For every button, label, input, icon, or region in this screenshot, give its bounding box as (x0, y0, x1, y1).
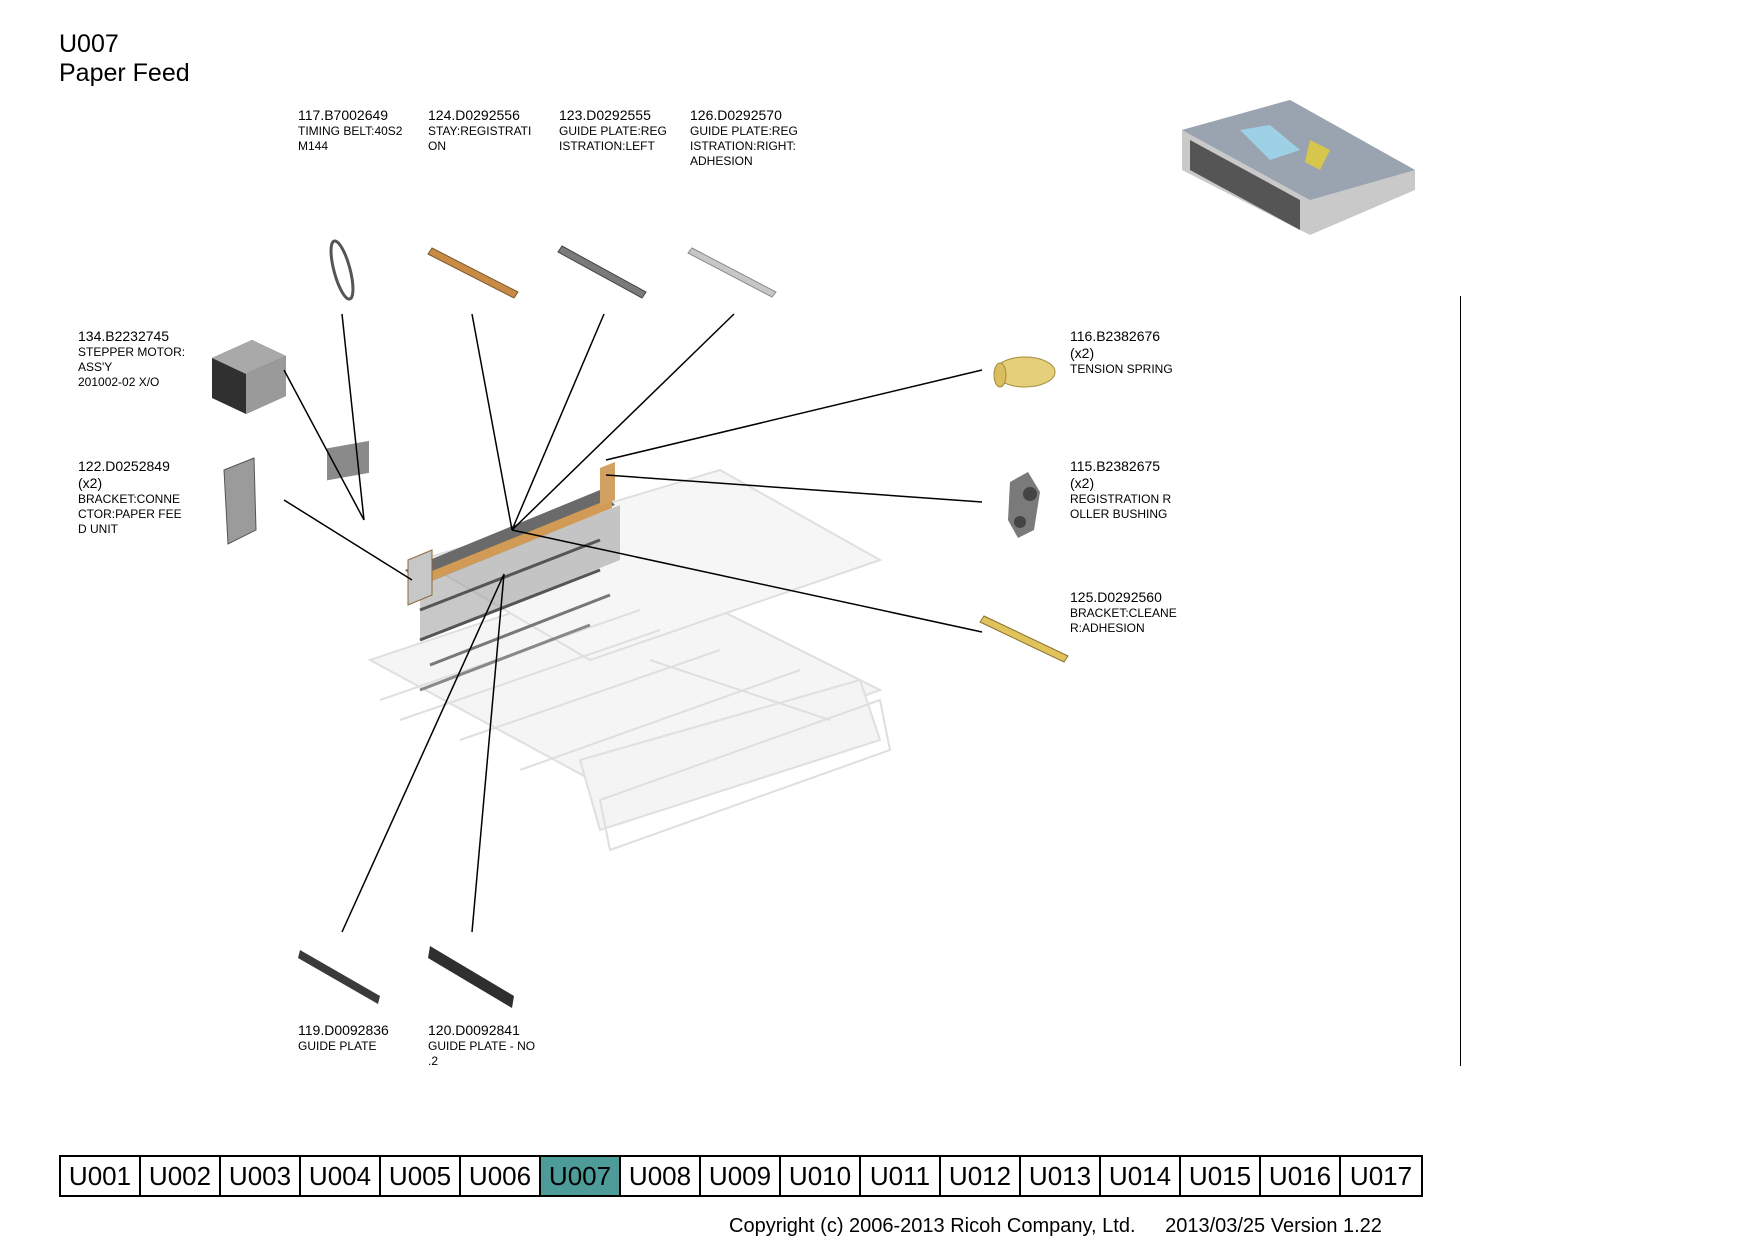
version-text: 2013/03/25 Version 1.22 (1165, 1215, 1382, 1237)
copyright-text: Copyright (c) 2006-2013 Ricoh Company, L… (729, 1215, 1136, 1237)
part-number: 123.D0292555 (559, 107, 651, 123)
part-label-134: 134.B2232745 STEPPER MOTOR: ASS'Y 201002… (78, 328, 185, 390)
part-number: 125.D0292560 (1070, 589, 1162, 605)
guide-plate-120-icon (428, 946, 514, 1008)
tab-u006[interactable]: U006 (461, 1157, 541, 1195)
part-number: 122.D0252849 (78, 458, 170, 474)
part-desc: GUIDE PLATE (298, 1039, 377, 1053)
part-desc: STAY:REGISTRATI (428, 124, 532, 138)
tab-u008[interactable]: U008 (621, 1157, 701, 1195)
part-label-123: 123.D0292555 GUIDE PLATE:REG ISTRATION:L… (559, 107, 667, 154)
part-desc: ASS'Y (78, 360, 113, 374)
part-desc: ON (428, 139, 446, 153)
part-label-124: 124.D0292556 STAY:REGISTRATI ON (428, 107, 531, 154)
part-label-126: 126.D0292570 GUIDE PLATE:REG ISTRATION:R… (690, 107, 798, 169)
guide-plate-119-icon (298, 950, 380, 1004)
part-label-120: 120.D0092841 GUIDE PLATE - NO .2 (428, 1022, 535, 1069)
part-label-115: 115.B2382675 (x2) REGISTRATION R OLLER B… (1070, 458, 1171, 522)
part-number: 119.D0092836 (298, 1022, 389, 1038)
bracket-cleaner-icon (979, 615, 1069, 663)
part-desc: BRACKET:CONNE (78, 492, 181, 506)
guide-plate-right-icon (687, 247, 777, 298)
part-number: 126.D0292570 (690, 107, 782, 123)
part-desc: TIMING BELT:40S2 (298, 124, 403, 138)
part-desc: ADHESION (690, 154, 753, 168)
part-number: 134.B2232745 (78, 328, 170, 344)
part-desc: OLLER BUSHING (1070, 507, 1168, 521)
unit-tab-bar: U001 U002 U003 U004 U005 U006 U007 U008 … (59, 1155, 1423, 1197)
guide-plate-left-icon (557, 245, 647, 299)
part-desc: REGISTRATION R (1070, 492, 1172, 506)
part-desc: D UNIT (78, 522, 118, 536)
part-desc: BRACKET:CLEANE (1070, 606, 1177, 620)
tab-u001[interactable]: U001 (61, 1157, 141, 1195)
tab-u007[interactable]: U007 (541, 1157, 621, 1195)
part-desc: GUIDE PLATE:REG (559, 124, 667, 138)
part-label-117: 117.B7002649 TIMING BELT:40S2 M144 (298, 107, 402, 154)
part-desc: M144 (298, 139, 329, 153)
part-desc: .2 (428, 1054, 439, 1068)
tab-u005[interactable]: U005 (381, 1157, 461, 1195)
part-desc: ISTRATION:RIGHT: (690, 139, 796, 153)
tab-u009[interactable]: U009 (701, 1157, 781, 1195)
part-desc: ISTRATION:LEFT (559, 139, 655, 153)
page-divider (1460, 296, 1461, 1066)
tab-u016[interactable]: U016 (1261, 1157, 1341, 1195)
tab-u003[interactable]: U003 (221, 1157, 301, 1195)
part-number: 124.D0292556 (428, 107, 520, 123)
tab-u002[interactable]: U002 (141, 1157, 221, 1195)
part-number: 117.B7002649 (298, 107, 389, 123)
part-number: 120.D0092841 (428, 1022, 520, 1038)
part-desc: CTOR:PAPER FEE (78, 507, 182, 521)
stepper-motor-icon (212, 340, 286, 414)
tab-u013[interactable]: U013 (1021, 1157, 1101, 1195)
part-quantity: (x2) (1070, 475, 1095, 491)
part-label-125: 125.D0292560 BRACKET:CLEANE R:ADHESION (1070, 589, 1177, 636)
part-desc: GUIDE PLATE:REG (690, 124, 798, 138)
part-desc: 201002-02 X/O (78, 375, 160, 389)
part-desc: R:ADHESION (1070, 621, 1145, 635)
stay-registration-icon (427, 247, 519, 299)
unit-title: Paper Feed (59, 59, 190, 87)
registration-roller-bushing-icon (1008, 472, 1040, 538)
part-quantity: (x2) (78, 475, 103, 491)
tab-u012[interactable]: U012 (941, 1157, 1021, 1195)
assembly-base (367, 468, 892, 852)
tension-spring-icon (993, 356, 1056, 388)
part-quantity: (x2) (1070, 345, 1095, 361)
part-number: 115.B2382675 (1070, 458, 1161, 474)
tab-u004[interactable]: U004 (301, 1157, 381, 1195)
footer: Copyright (c) 2006-2013 Ricoh Company, L… (729, 1214, 1382, 1238)
unit-code: U007 (59, 30, 119, 58)
timing-belt-icon (329, 239, 355, 301)
part-number: 116.B2382676 (1070, 328, 1161, 344)
part-desc: GUIDE PLATE - NO (428, 1039, 536, 1053)
registration-assembly (327, 440, 620, 692)
bracket-connector-icon (223, 457, 257, 545)
tab-u014[interactable]: U014 (1101, 1157, 1181, 1195)
part-label-119: 119.D0092836 GUIDE PLATE (298, 1022, 389, 1054)
tab-u015[interactable]: U015 (1181, 1157, 1261, 1195)
part-label-116: 116.B2382676 (x2) TENSION SPRING (1070, 328, 1173, 377)
machine-overview-icon (1182, 100, 1415, 235)
tab-u011[interactable]: U011 (861, 1157, 941, 1195)
leader-lines (283, 313, 983, 933)
tab-u017[interactable]: U017 (1349, 1161, 1413, 1191)
part-desc: TENSION SPRING (1070, 362, 1173, 376)
part-desc: STEPPER MOTOR: (78, 345, 186, 359)
tab-u010[interactable]: U010 (781, 1157, 861, 1195)
part-label-122: 122.D0252849 (x2) BRACKET:CONNE CTOR:PAP… (78, 458, 182, 537)
